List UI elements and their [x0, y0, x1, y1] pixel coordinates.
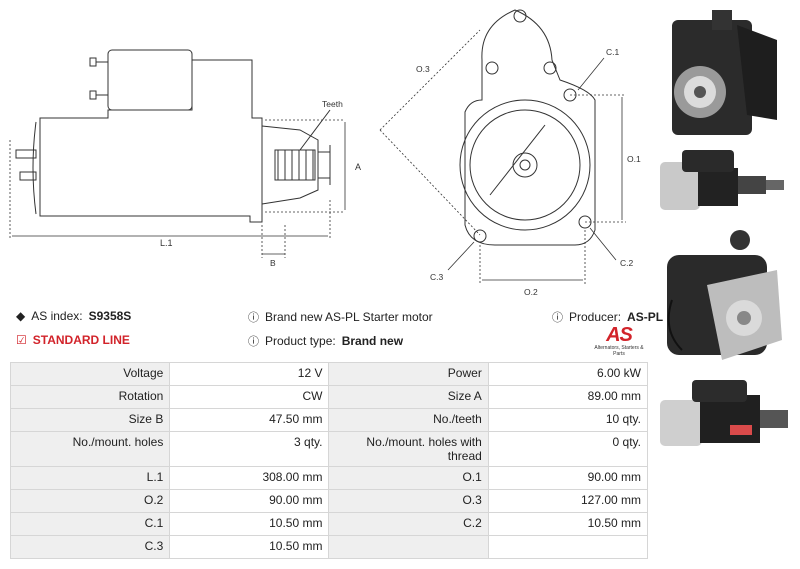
spec-value: 89.00 mm [487, 385, 649, 409]
spec-value: 10.50 mm [487, 512, 649, 536]
as-index-row: ◆ AS index: S9358S [16, 309, 131, 323]
spec-label: L.1 [9, 466, 171, 490]
label-o1: O.1 [627, 154, 641, 164]
spec-value: 12 V [169, 362, 330, 386]
spec-value: 0 qty. [487, 431, 649, 467]
label-c1: C.1 [606, 47, 620, 57]
spec-label: O.1 [328, 466, 489, 490]
label-a: A [355, 162, 361, 172]
label-teeth: Teeth [322, 99, 343, 109]
spec-label: Size A [328, 385, 489, 409]
spec-label: Voltage [9, 362, 171, 386]
spec-value [487, 535, 649, 559]
standard-line-row: ☑ STANDARD LINE [16, 333, 130, 347]
spec-value: 10.50 mm [169, 535, 330, 559]
spec-value: 90.00 mm [487, 466, 649, 490]
logo-mark: AS [606, 324, 633, 346]
product-photos [660, 10, 788, 446]
front-flange-outline [464, 9, 596, 246]
product-type-value: Brand new [341, 334, 404, 348]
spec-value: 127.00 mm [487, 489, 649, 513]
photo-front-view [672, 10, 777, 135]
photo-side-view [660, 150, 784, 210]
photo-angled-view [660, 380, 788, 446]
logo-tagline: Alternators, Starters & Parts [594, 345, 644, 357]
info-icon: ⓘ [248, 336, 259, 348]
spec-value: 90.00 mm [169, 489, 330, 513]
spec-value: 10 qty. [487, 408, 649, 432]
spec-value: CW [169, 385, 330, 409]
spec-label: No./mount. holes [9, 431, 171, 467]
label-c2: C.2 [620, 258, 634, 268]
label-c3: C.3 [430, 272, 444, 282]
label-o2: O.2 [524, 287, 538, 297]
spec-value: 3 qty. [169, 431, 330, 467]
spec-label: No./mount. holes with thread [328, 431, 489, 467]
photo-rear-view [667, 230, 782, 360]
spec-value: 47.50 mm [169, 408, 330, 432]
producer-row: ⓘ Producer: AS-PL [552, 309, 663, 325]
tag-icon: ◆ [16, 309, 26, 323]
producer-label: Producer: [569, 310, 622, 324]
as-index-label: AS index: [31, 309, 83, 323]
info-icon: ⓘ [552, 312, 563, 324]
product-type-label: Product type: [265, 334, 336, 348]
as-index-value: S9358S [88, 309, 132, 323]
standard-line-label: STANDARD LINE [32, 333, 130, 347]
spec-label: C.3 [9, 535, 171, 559]
description-row: ⓘ Brand new AS-PL Starter motor [248, 309, 433, 325]
spec-label [328, 535, 489, 559]
spec-value: 10.50 mm [169, 512, 330, 536]
spec-label: C.1 [9, 512, 171, 536]
spec-value: 308.00 mm [169, 466, 330, 490]
label-o3: O.3 [416, 64, 430, 74]
pinion-outline [274, 149, 316, 181]
solenoid-outline [107, 49, 193, 111]
as-pl-logo: AS Alternators, Starters & Parts [588, 324, 650, 357]
spec-label: Size B [9, 408, 171, 432]
label-b: B [270, 258, 276, 268]
spec-label: O.2 [9, 489, 171, 513]
label-l1: L.1 [160, 238, 173, 248]
spec-label: Rotation [9, 385, 171, 409]
product-type-row: ⓘ Product type: Brand new [248, 333, 403, 349]
spec-label: No./teeth [328, 408, 489, 432]
description-text: Brand new AS-PL Starter motor [265, 310, 433, 324]
info-icon: ⓘ [248, 312, 259, 324]
checkbox-icon: ☑ [16, 333, 27, 347]
spec-label: C.2 [328, 512, 489, 536]
producer-value: AS-PL [627, 310, 664, 324]
spec-label: O.3 [328, 489, 489, 513]
motor-body-outline [39, 59, 263, 223]
spec-value: 6.00 kW [487, 362, 649, 386]
technical-drawing: Teeth A L.1 B O.3 C.1 O.1 C.2 C.3 O.2 [9, 9, 641, 297]
spec-label: Power [328, 362, 489, 386]
